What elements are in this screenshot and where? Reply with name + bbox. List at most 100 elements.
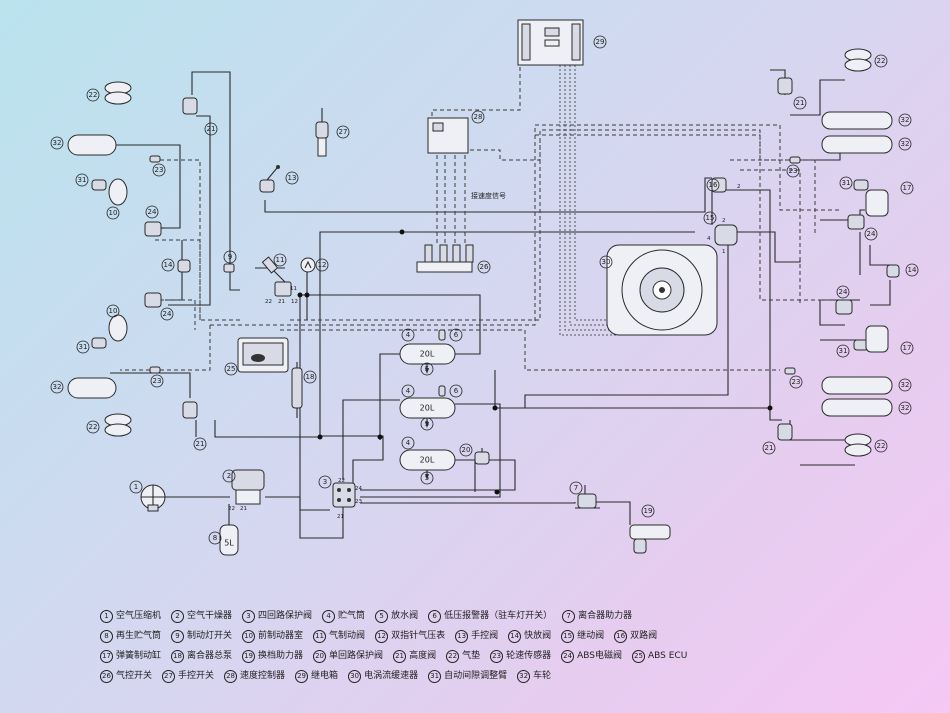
svg-text:24: 24 (867, 230, 876, 238)
svg-text:5: 5 (425, 365, 429, 373)
svg-text:14: 14 (164, 261, 173, 269)
svg-text:3: 3 (323, 478, 327, 486)
legend-text: 气垫 (462, 651, 481, 661)
eddy-current-retarder (606, 244, 718, 336)
svg-text:25: 25 (227, 365, 236, 373)
legend-text: 手控阀 (471, 631, 499, 641)
legend-text: 换档助力器 (258, 651, 304, 661)
svg-text:21: 21 (337, 514, 344, 520)
air-control-switches (416, 244, 474, 273)
svg-text:4: 4 (707, 236, 711, 242)
spring-brake-chambers (865, 189, 889, 353)
svg-text:5: 5 (425, 420, 429, 428)
svg-text:32: 32 (53, 139, 62, 147)
svg-text:30: 30 (602, 258, 611, 266)
legend-number: 10 (242, 629, 256, 643)
legend-number: 24 (561, 649, 575, 663)
legend-number: 14 (508, 629, 522, 643)
legend-text: 低压报警器（驻车灯开关） (444, 611, 553, 621)
svg-text:22: 22 (265, 299, 272, 305)
legend-number: 13 (455, 629, 469, 643)
air-springs (104, 48, 872, 457)
svg-text:17: 17 (903, 344, 912, 352)
wheel-speed-sensors (149, 155, 801, 375)
front-brake-chambers (108, 178, 128, 342)
legend-text: 弹簧制动缸 (116, 651, 162, 661)
svg-text:4: 4 (406, 439, 411, 447)
electrical-lines (120, 60, 840, 371)
shift-booster (629, 524, 671, 554)
legend-text: 速度控制器 (240, 671, 286, 681)
svg-text:21: 21 (207, 125, 216, 133)
legend-text: 再生贮气筒 (116, 631, 162, 641)
svg-text:12: 12 (318, 261, 327, 269)
svg-text:13: 13 (288, 174, 297, 182)
legend-number: 7 (562, 609, 576, 623)
legend-number: 5 (375, 609, 389, 623)
legend-number: 6 (428, 609, 442, 623)
manual-switch (315, 108, 329, 157)
svg-text:8: 8 (213, 534, 217, 542)
svg-text:22: 22 (89, 91, 98, 99)
svg-text:14: 14 (908, 266, 917, 274)
legend-text: 制动灯开关 (187, 631, 233, 641)
svg-text:28: 28 (474, 113, 483, 121)
clutch-booster (575, 485, 600, 509)
legend-number: 28 (224, 669, 238, 683)
svg-text:22: 22 (338, 478, 345, 484)
low-pressure-alarms (438, 329, 446, 397)
svg-text:23: 23 (792, 378, 801, 386)
legend-number: 11 (313, 629, 327, 643)
svg-text:2: 2 (722, 218, 726, 224)
legend-text: 前制动器室 (258, 631, 304, 641)
regen-tank-label: 5L (224, 539, 234, 548)
legend-number: 22 (446, 649, 460, 663)
legend-text: 双指针气压表 (391, 631, 446, 641)
legend-number: 1 (100, 609, 113, 623)
legend-number: 19 (242, 649, 256, 663)
svg-text:23: 23 (789, 167, 798, 175)
legend-number: 8 (100, 629, 113, 643)
svg-text:26: 26 (480, 263, 489, 271)
legend-text: 气制动阀 (329, 631, 366, 641)
svg-text:11: 11 (290, 286, 297, 292)
legend-text: 双路阀 (630, 631, 658, 641)
legend-number: 15 (561, 629, 575, 643)
svg-text:32: 32 (901, 404, 910, 412)
svg-text:9: 9 (228, 253, 232, 261)
svg-text:31: 31 (78, 176, 87, 184)
legend-text: 四回路保护阀 (258, 611, 313, 621)
svg-text:32: 32 (901, 381, 910, 389)
legend-number: 9 (171, 629, 185, 643)
svg-text:27: 27 (339, 128, 348, 136)
svg-text:24: 24 (148, 208, 157, 216)
svg-text:10: 10 (109, 209, 118, 217)
air-tank-1: 20L (399, 343, 456, 372)
drain-valves (425, 368, 429, 480)
svg-text:6: 6 (454, 331, 459, 339)
svg-text:19: 19 (644, 507, 653, 515)
svg-text:16: 16 (709, 181, 718, 189)
svg-text:22: 22 (228, 506, 235, 512)
svg-text:7: 7 (574, 484, 578, 492)
svg-text:20: 20 (462, 446, 471, 454)
legend-text: 电涡流缓速器 (364, 671, 419, 681)
slack-adjusters (91, 179, 869, 351)
